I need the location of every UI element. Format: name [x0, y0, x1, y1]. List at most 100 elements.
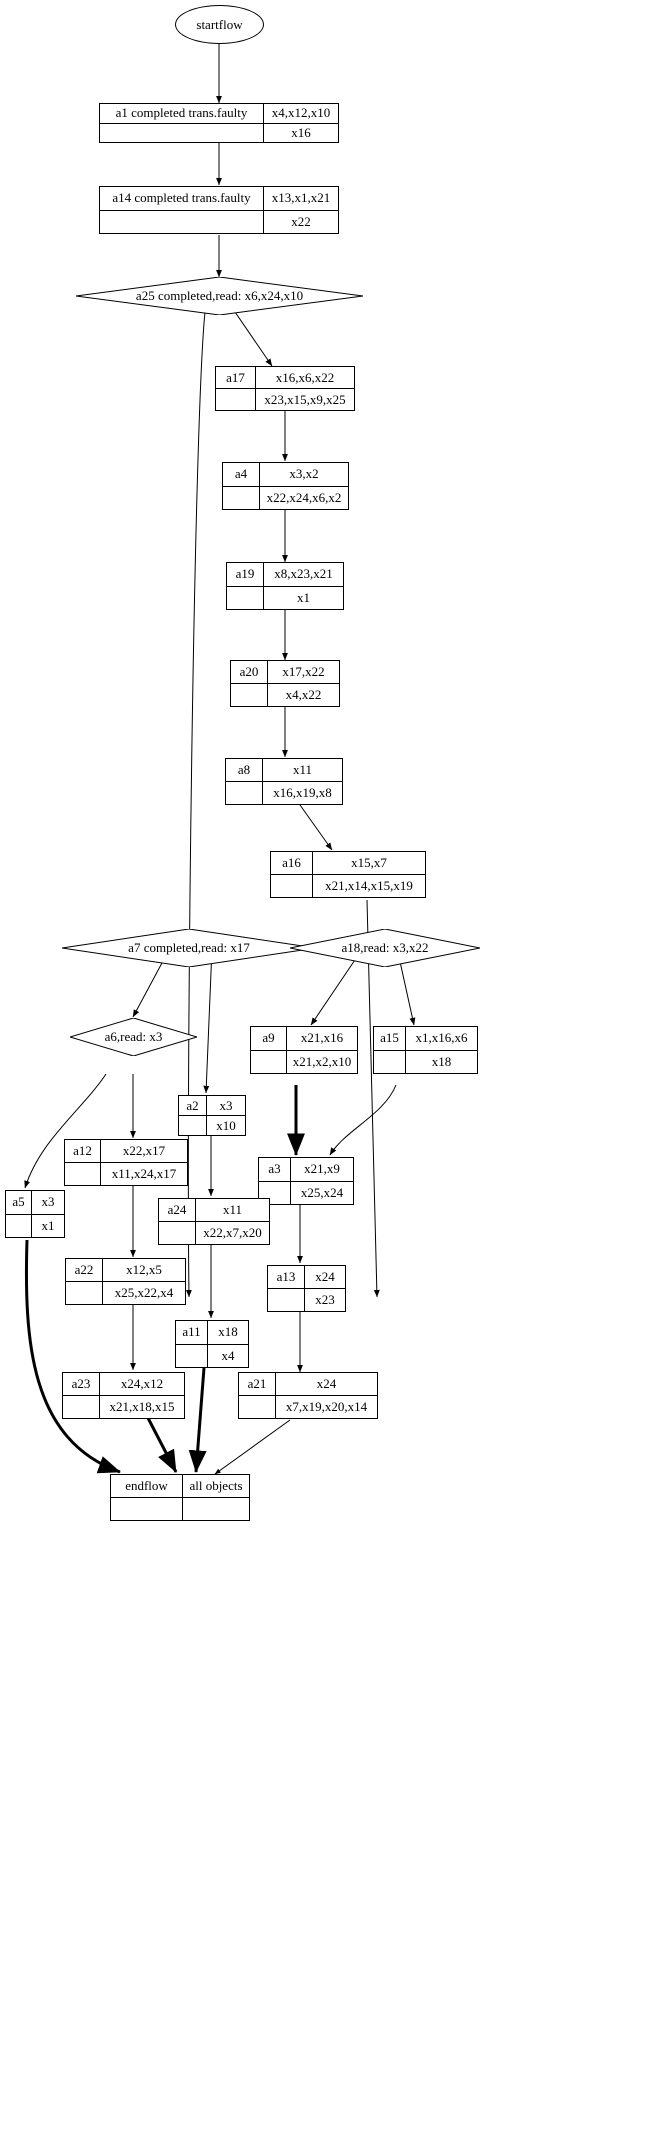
- node-a21-name: a21: [239, 1373, 276, 1395]
- node-a21[interactable]: a21 x24 x7,x19,x20,x14: [238, 1372, 378, 1419]
- node-a23-name: a23: [63, 1373, 100, 1395]
- node-a23-bottom: x21,x18,x15: [109, 1399, 175, 1414]
- node-a8-name: a8: [226, 759, 263, 781]
- node-a4[interactable]: a4 x3,x2 x22,x24,x6,x2: [222, 462, 349, 510]
- node-a2-top: x3: [219, 1097, 233, 1113]
- node-a22-blank: [66, 1282, 103, 1304]
- node-a2[interactable]: a2 x3 x10: [178, 1095, 246, 1136]
- decision-a7[interactable]: a7 completed,read: x17: [62, 929, 316, 967]
- node-a11-blank: [176, 1344, 208, 1367]
- node-a14[interactable]: a14 completed trans.faulty x13,x1,x21 x2…: [99, 186, 339, 234]
- node-a12-bottom: x11,x24,x17: [111, 1166, 177, 1181]
- node-a15-bottom: x18: [431, 1053, 452, 1069]
- node-a14-bottom: x22: [291, 213, 311, 229]
- decision-a6-shape: [70, 1018, 197, 1056]
- node-a22[interactable]: a22 x12,x5 x25,x22,x4: [65, 1258, 186, 1305]
- node-a13-top: x24: [315, 1269, 335, 1284]
- node-a22-top: x12,x5: [126, 1262, 162, 1277]
- node-a4-bottom: x22,x24,x6,x2: [266, 489, 342, 505]
- node-a19-name: a19: [227, 563, 264, 586]
- node-a19[interactable]: a19 x8,x23,x21 x1: [226, 562, 344, 610]
- node-a13-bottom: x23: [315, 1292, 335, 1307]
- node-a9-blank: [251, 1050, 287, 1073]
- node-a21-blank: [239, 1396, 276, 1418]
- node-a17-blank: [216, 389, 256, 410]
- node-a13-blank: [268, 1289, 305, 1311]
- decision-a25[interactable]: a25 completed,read: x6,x24,x10: [76, 277, 363, 315]
- node-a9[interactable]: a9 x21,x16 x21,x2,x10: [250, 1026, 358, 1074]
- node-a5-top: x3: [41, 1194, 55, 1210]
- node-a4-top: x3,x2: [289, 466, 319, 482]
- node-a16[interactable]: a16 x15,x7 x21,x14,x15,x19: [270, 851, 426, 898]
- node-a20[interactable]: a20 x17,x22 x4,x22: [230, 660, 340, 707]
- node-a8-bottom: x16,x19,x8: [273, 785, 332, 800]
- node-a23[interactable]: a23 x24,x12 x21,x18,x15: [62, 1372, 185, 1419]
- node-a9-name: a9: [251, 1027, 287, 1050]
- node-a21-top: x24: [316, 1376, 337, 1391]
- node-a8-blank: [226, 782, 263, 804]
- node-a20-top: x17,x22: [282, 664, 325, 679]
- node-a16-blank: [271, 875, 313, 897]
- node-a9-bottom: x21,x2,x10: [292, 1053, 352, 1069]
- node-a9-top: x21,x16: [300, 1030, 344, 1046]
- node-a17-bottom: x23,x15,x9,x25: [264, 391, 346, 407]
- node-a1-blank: [100, 123, 264, 142]
- node-a12[interactable]: a12 x22,x17 x11,x24,x17: [64, 1139, 188, 1186]
- node-a13[interactable]: a13 x24 x23: [267, 1265, 346, 1312]
- decision-a7-label: a7 completed,read: x17: [128, 940, 250, 955]
- node-a14-name: a14 completed trans.faulty: [100, 187, 264, 210]
- node-a21-bottom: x7,x19,x20,x14: [285, 1399, 368, 1414]
- decision-a6-label: a6,read: x3: [104, 1029, 163, 1044]
- node-a5[interactable]: a5 x3 x1: [5, 1190, 65, 1238]
- node-a17[interactable]: a17 x16,x6,x22 x23,x15,x9,x25: [215, 366, 355, 411]
- node-a2-bottom: x10: [216, 1117, 236, 1133]
- node-a23-blank: [63, 1396, 100, 1418]
- node-a3-name: a3: [259, 1158, 291, 1181]
- node-a20-name: a20: [231, 661, 268, 683]
- node-a14-blank: [100, 210, 264, 233]
- node-a16-bottom: x21,x14,x15,x19: [325, 878, 413, 893]
- node-endflow[interactable]: endflow all objects: [110, 1474, 250, 1521]
- node-a5-bottom: x1: [41, 1217, 55, 1233]
- node-a12-name: a12: [65, 1140, 101, 1162]
- node-a15-name: a15: [374, 1027, 406, 1050]
- node-a13-name: a13: [268, 1266, 305, 1288]
- node-a20-blank: [231, 684, 268, 706]
- node-a24[interactable]: a24 x11 x22,x7,x20: [158, 1198, 270, 1245]
- node-a15-top: x1,x16,x6: [415, 1030, 468, 1046]
- node-a3-top: x21,x9: [304, 1161, 340, 1177]
- node-a19-bottom: x1: [297, 589, 310, 605]
- decision-a25-shape: [76, 277, 363, 315]
- node-a3-bottom: x25,x24: [300, 1184, 344, 1200]
- node-a15[interactable]: a15 x1,x16,x6 x18: [373, 1026, 478, 1074]
- node-a22-bottom: x25,x22,x4: [114, 1285, 174, 1300]
- node-a3-blank: [259, 1181, 291, 1204]
- node-a23-top: x24,x12: [120, 1376, 164, 1391]
- node-a5-name: a5: [6, 1191, 32, 1214]
- node-a16-top: x15,x7: [351, 855, 387, 870]
- node-a3[interactable]: a3 x21,x9 x25,x24: [258, 1157, 354, 1205]
- node-a15-blank: [374, 1050, 406, 1073]
- node-startflow[interactable]: startflow: [175, 5, 264, 44]
- endflow-blank-left: [111, 1498, 183, 1520]
- node-a11-bottom: x4: [221, 1347, 235, 1363]
- node-a1[interactable]: a1 completed trans.faulty x4,x12,x10 x16: [99, 103, 339, 143]
- node-a16-name: a16: [271, 852, 313, 874]
- node-a5-blank: [6, 1214, 32, 1237]
- decision-a25-label: a25 completed,read: x6,x24,x10: [135, 288, 304, 303]
- node-a12-blank: [65, 1163, 101, 1185]
- node-a1-top: x4,x12,x10: [271, 105, 331, 121]
- node-a4-blank: [223, 486, 260, 509]
- node-a8[interactable]: a8 x11 x16,x19,x8: [225, 758, 343, 805]
- node-a11[interactable]: a11 x18 x4: [175, 1320, 249, 1368]
- node-a24-name: a24: [159, 1199, 196, 1221]
- node-a12-top: x22,x17: [122, 1143, 166, 1158]
- decision-a6[interactable]: a6,read: x3: [70, 1018, 197, 1056]
- node-a8-top: x11: [292, 762, 313, 777]
- startflow-label: startflow: [196, 16, 243, 32]
- node-a22-name: a22: [66, 1259, 103, 1281]
- decision-a18[interactable]: a18,read: x3,x22: [290, 929, 480, 967]
- node-a17-name: a17: [216, 367, 256, 388]
